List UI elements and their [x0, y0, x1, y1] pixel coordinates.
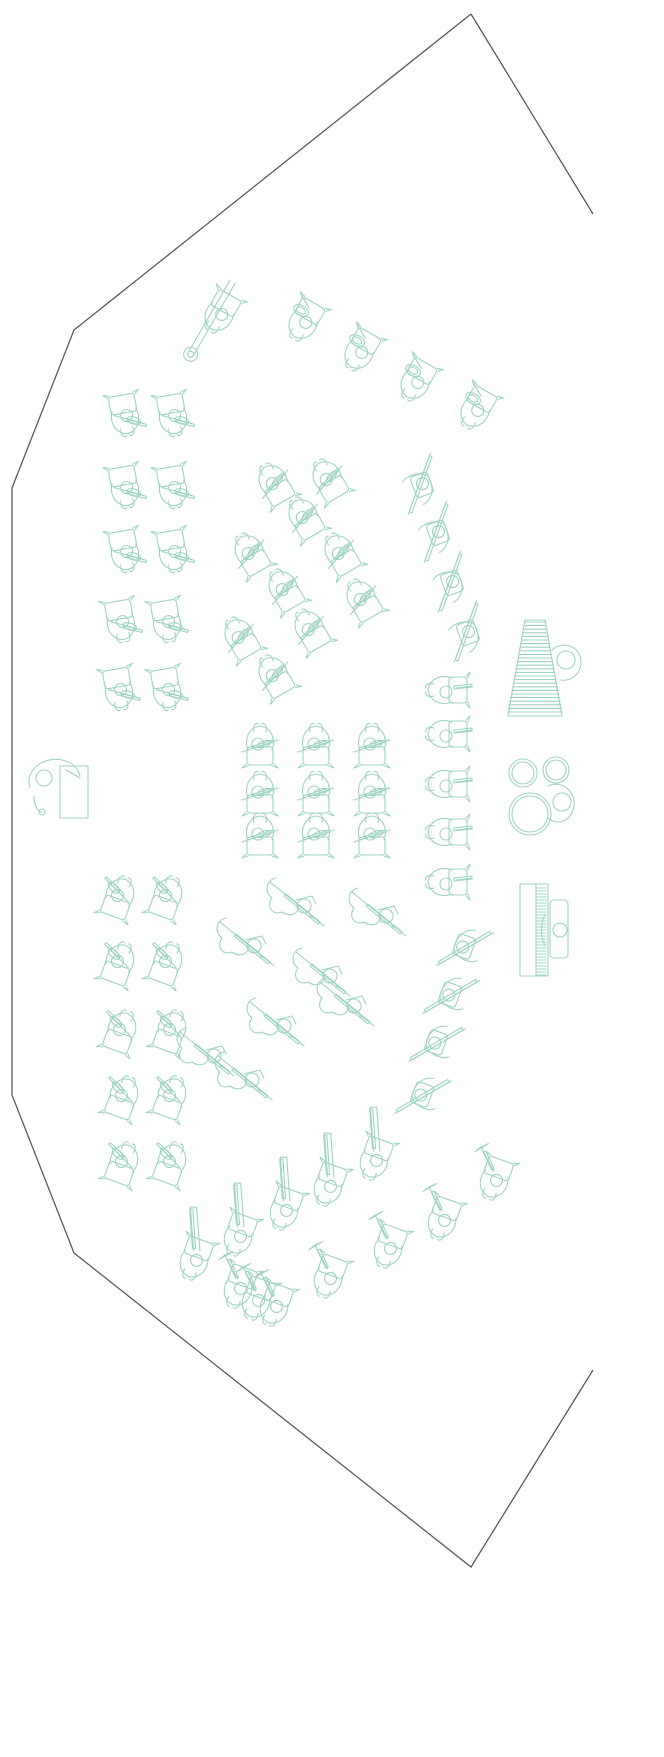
violinist-icon [103, 525, 148, 575]
violist-icon [302, 452, 355, 509]
cellist-icon [217, 918, 274, 966]
violist-icon [214, 610, 267, 667]
horn-player-icon [334, 322, 387, 379]
flutist-icon [425, 766, 472, 802]
oboist-icon [407, 501, 464, 562]
flutist-icon [425, 716, 472, 752]
violinist-icon [99, 595, 144, 645]
piano-icon [520, 884, 568, 976]
violinist-icon [151, 389, 196, 439]
trombonist-icon [167, 1205, 229, 1285]
violinist-icon [92, 936, 143, 991]
violist-icon [248, 648, 301, 705]
violinist-icon [97, 663, 142, 713]
violinist-icon [103, 389, 148, 439]
violinist-icon [144, 1070, 195, 1125]
violist-icon [248, 456, 301, 513]
wind-player-icon [298, 723, 334, 768]
cellist-icon [317, 978, 374, 1026]
violist-icon [258, 562, 311, 619]
clarinetist-icon [395, 1066, 452, 1127]
clarinetist-icon [437, 918, 494, 979]
wind-player-icon [354, 723, 390, 768]
wind-player-icon [354, 771, 390, 816]
trumpeter-icon [205, 1248, 266, 1313]
violinist-icon [144, 1004, 195, 1059]
wind-player-icon [242, 813, 278, 858]
trombonist-icon [211, 1181, 273, 1261]
cellist-icon [349, 888, 406, 936]
flutist-icon [425, 672, 472, 708]
violinist-icon [96, 1136, 147, 1191]
horn-player-icon [450, 380, 503, 437]
violinist-icon [145, 595, 190, 645]
clarinetist-icon [409, 1014, 466, 1075]
violinist-icon [145, 663, 190, 713]
violinist-icon [103, 461, 148, 511]
violinist-icon [151, 461, 196, 511]
trombonist-icon [257, 1155, 319, 1235]
violist-icon [284, 602, 337, 659]
trumpeter-icon [355, 1208, 416, 1273]
trumpeter-icon [461, 1140, 522, 1205]
trumpeter-icon [295, 1238, 356, 1303]
trumpeter-icon [409, 1180, 470, 1245]
clarinetist-icon [423, 966, 480, 1027]
timpani-icon [509, 757, 574, 835]
cellist-icon [247, 998, 304, 1046]
xylophone-icon [508, 620, 581, 716]
violinist-icon [140, 870, 191, 925]
violist-icon [314, 526, 367, 583]
cellist-icon [267, 878, 324, 926]
horn-player-icon [390, 352, 443, 409]
violinist-icon [94, 1004, 145, 1059]
violinist-icon [96, 1070, 147, 1125]
horn-player-icon [278, 292, 331, 349]
bassoonist-icon [176, 275, 253, 372]
wind-player-icon [242, 771, 278, 816]
violist-icon [336, 572, 389, 629]
cellist-icon [293, 948, 350, 996]
oboist-icon [421, 551, 478, 612]
oboist-icon [437, 601, 494, 662]
wind-player-icon [298, 813, 334, 858]
violinist-icon [144, 1136, 195, 1191]
wind-player-icon [298, 771, 334, 816]
cellist-icon [177, 1028, 234, 1076]
flutist-icon [425, 864, 472, 900]
flutist-icon [425, 814, 472, 850]
wind-player-icon [354, 813, 390, 858]
cellist-icon [215, 1052, 272, 1100]
conductor-icon [29, 759, 88, 818]
trombonist-icon [347, 1105, 409, 1185]
violinist-icon [92, 870, 143, 925]
oboist-icon [391, 453, 448, 514]
violinist-icon [140, 936, 191, 991]
violist-icon [278, 490, 331, 547]
violinist-icon [151, 525, 196, 575]
wind-player-icon [242, 723, 278, 768]
trombonist-icon [301, 1131, 363, 1211]
